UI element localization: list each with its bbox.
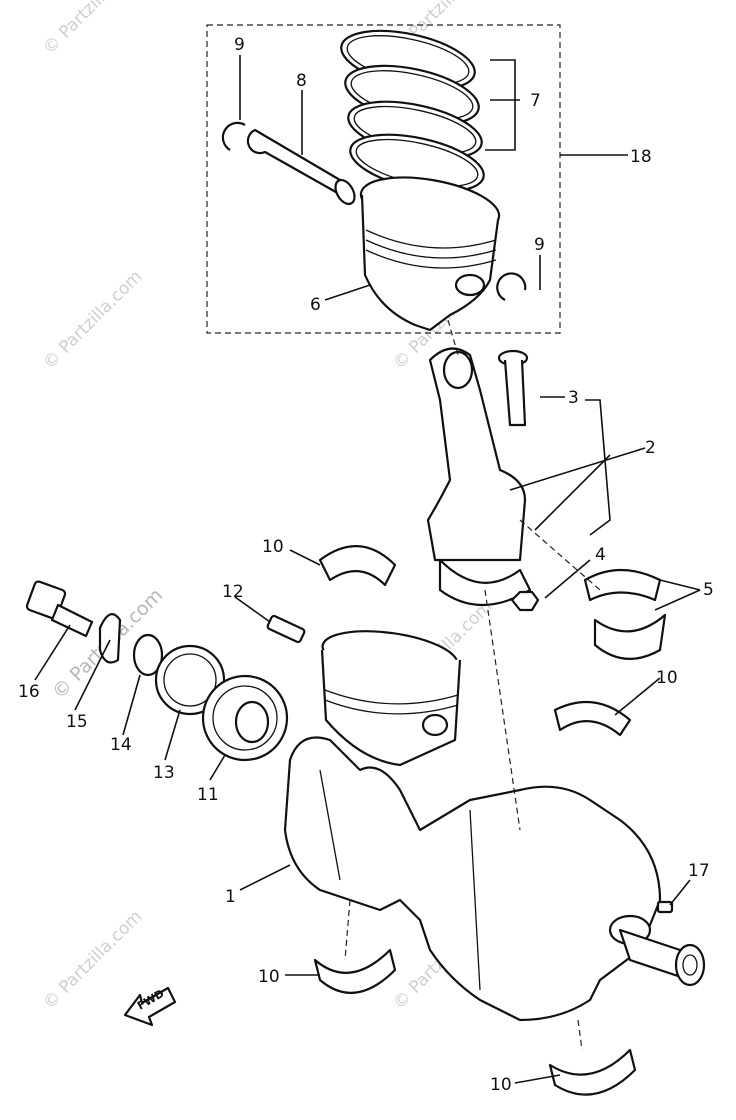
main-bearing-bottom-right (548, 1048, 637, 1096)
alignment-line (519, 519, 601, 591)
alignment-line (577, 1019, 583, 1051)
crankshaft (283, 736, 706, 1022)
connecting-rod (426, 347, 532, 606)
woodruff-key (266, 614, 306, 644)
label-13: 13 (153, 763, 175, 783)
label-15: 15 (66, 712, 88, 732)
forward-direction-marker: FWD (123, 986, 177, 1027)
watermark-text: © Partzilla.com (39, 907, 146, 1014)
label-11: 11 (197, 785, 219, 805)
watermark-text: © Partzilla.com (39, 0, 146, 59)
conrod-nut (510, 590, 540, 612)
label-7: 7 (530, 91, 541, 111)
circlip-right (496, 272, 527, 301)
label-8: 8 (296, 71, 307, 91)
label-10-bottom-left: 10 (258, 967, 280, 987)
leader-lines (34, 55, 701, 1084)
label-12: 12 (222, 582, 244, 602)
main-bearing-top-left (318, 545, 397, 587)
conrod-bolt (497, 349, 529, 427)
watermark-text: © Partzilla.com (39, 267, 146, 374)
dowel-pin (656, 900, 674, 914)
label-9-top: 9 (234, 35, 245, 55)
label-9-right: 9 (534, 235, 545, 255)
crank-bolt (25, 580, 94, 638)
label-6: 6 (310, 295, 321, 315)
piston-rings (340, 29, 485, 193)
piston-on-crank (320, 630, 462, 767)
plain-washer (132, 633, 164, 677)
label-2: 2 (645, 438, 656, 458)
piston-pin (246, 128, 356, 206)
label-4: 4 (595, 545, 606, 565)
alignment-line (447, 319, 459, 356)
label-10-right: 10 (656, 668, 678, 688)
gear-large (201, 674, 289, 762)
label-14: 14 (110, 735, 132, 755)
main-bearing-bottom-left (313, 948, 397, 994)
label-18: 18 (630, 147, 652, 167)
label-16: 16 (18, 682, 40, 702)
gear-small (154, 644, 226, 716)
circlip-left (221, 121, 246, 151)
conrod-bearings (583, 568, 667, 660)
label-5: 5 (703, 580, 714, 600)
main-bearing-right (553, 700, 632, 737)
piston (359, 176, 501, 332)
label-3: 3 (568, 388, 579, 408)
label-17: 17 (688, 861, 710, 881)
alignment-line (344, 899, 351, 961)
label-10-bottom-right: 10 (490, 1075, 512, 1095)
label-1: 1 (225, 887, 236, 907)
alignment-line (484, 589, 521, 831)
label-10-top: 10 (262, 537, 284, 557)
